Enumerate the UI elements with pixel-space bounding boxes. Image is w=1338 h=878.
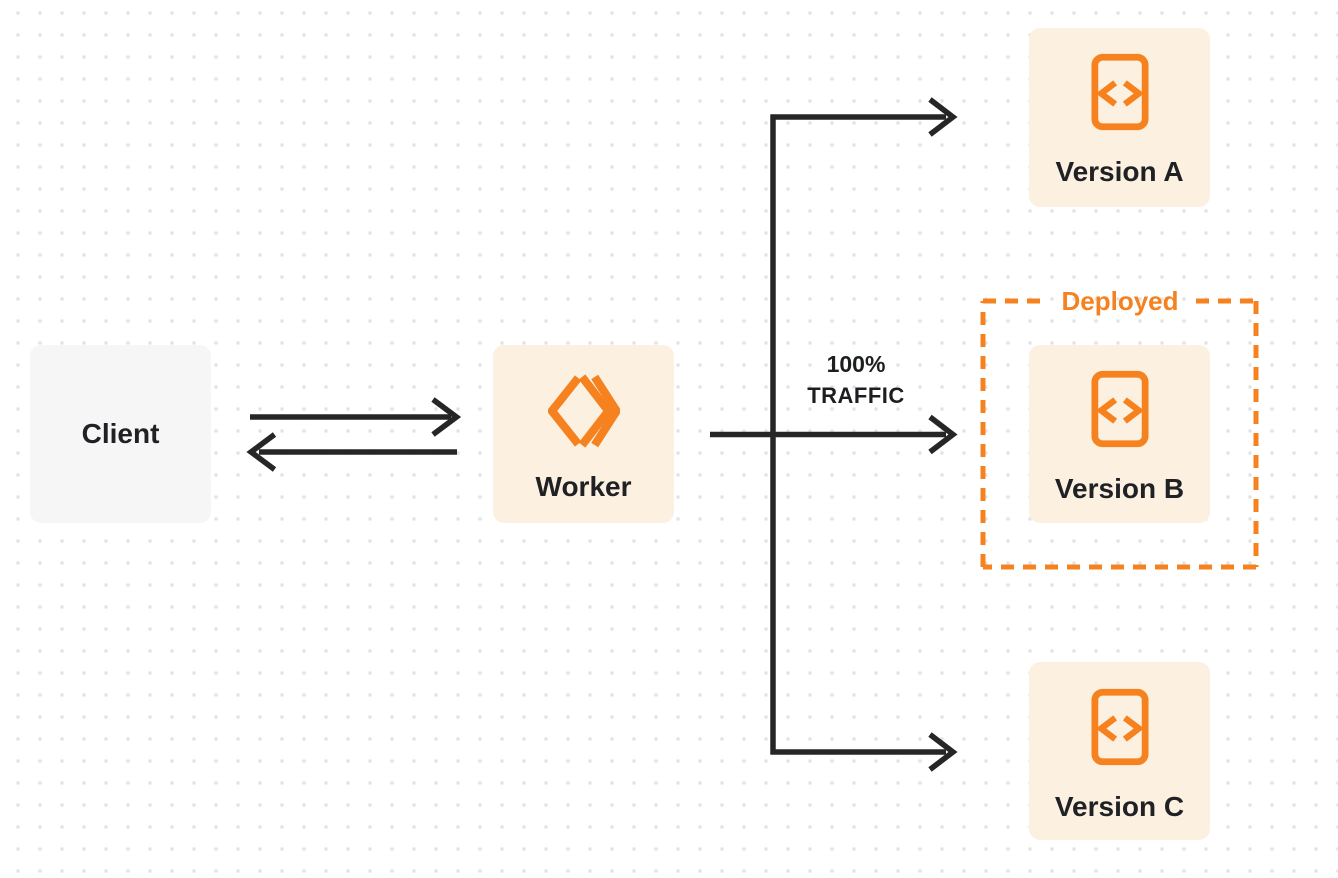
client-to-worker-arrow	[250, 397, 462, 437]
workers-chevron-logo-icon	[546, 374, 622, 448]
version-b-node-label: Version B	[1054, 473, 1185, 504]
worker-to-client-arrow	[246, 432, 457, 472]
traffic-word-text: TRAFFIC	[807, 383, 905, 408]
deployed-region-label: Deployed	[1061, 286, 1179, 316]
version-c-node: Version C	[1029, 662, 1210, 840]
client-node-label: Client	[81, 418, 160, 449]
version-c-node-label: Version C	[1054, 791, 1185, 822]
code-document-icon	[1090, 53, 1149, 131]
branch-to-version-c-arrow	[770, 732, 958, 772]
worker-node-label: Worker	[535, 471, 632, 502]
worker-node: Worker	[493, 345, 674, 523]
traffic-percent-text: 100%	[826, 351, 886, 377]
version-a-node-label: Version A	[1055, 156, 1184, 187]
version-b-node: Version B	[1029, 345, 1210, 523]
client-node: Client	[30, 345, 211, 523]
version-a-node: Version A	[1029, 28, 1210, 207]
code-document-icon	[1090, 370, 1149, 448]
branch-to-version-a-arrow	[770, 97, 958, 137]
traffic-percentage-label: 100% TRAFFIC	[766, 350, 946, 414]
code-document-icon	[1090, 688, 1149, 766]
worker-output-trunk	[710, 114, 958, 755]
